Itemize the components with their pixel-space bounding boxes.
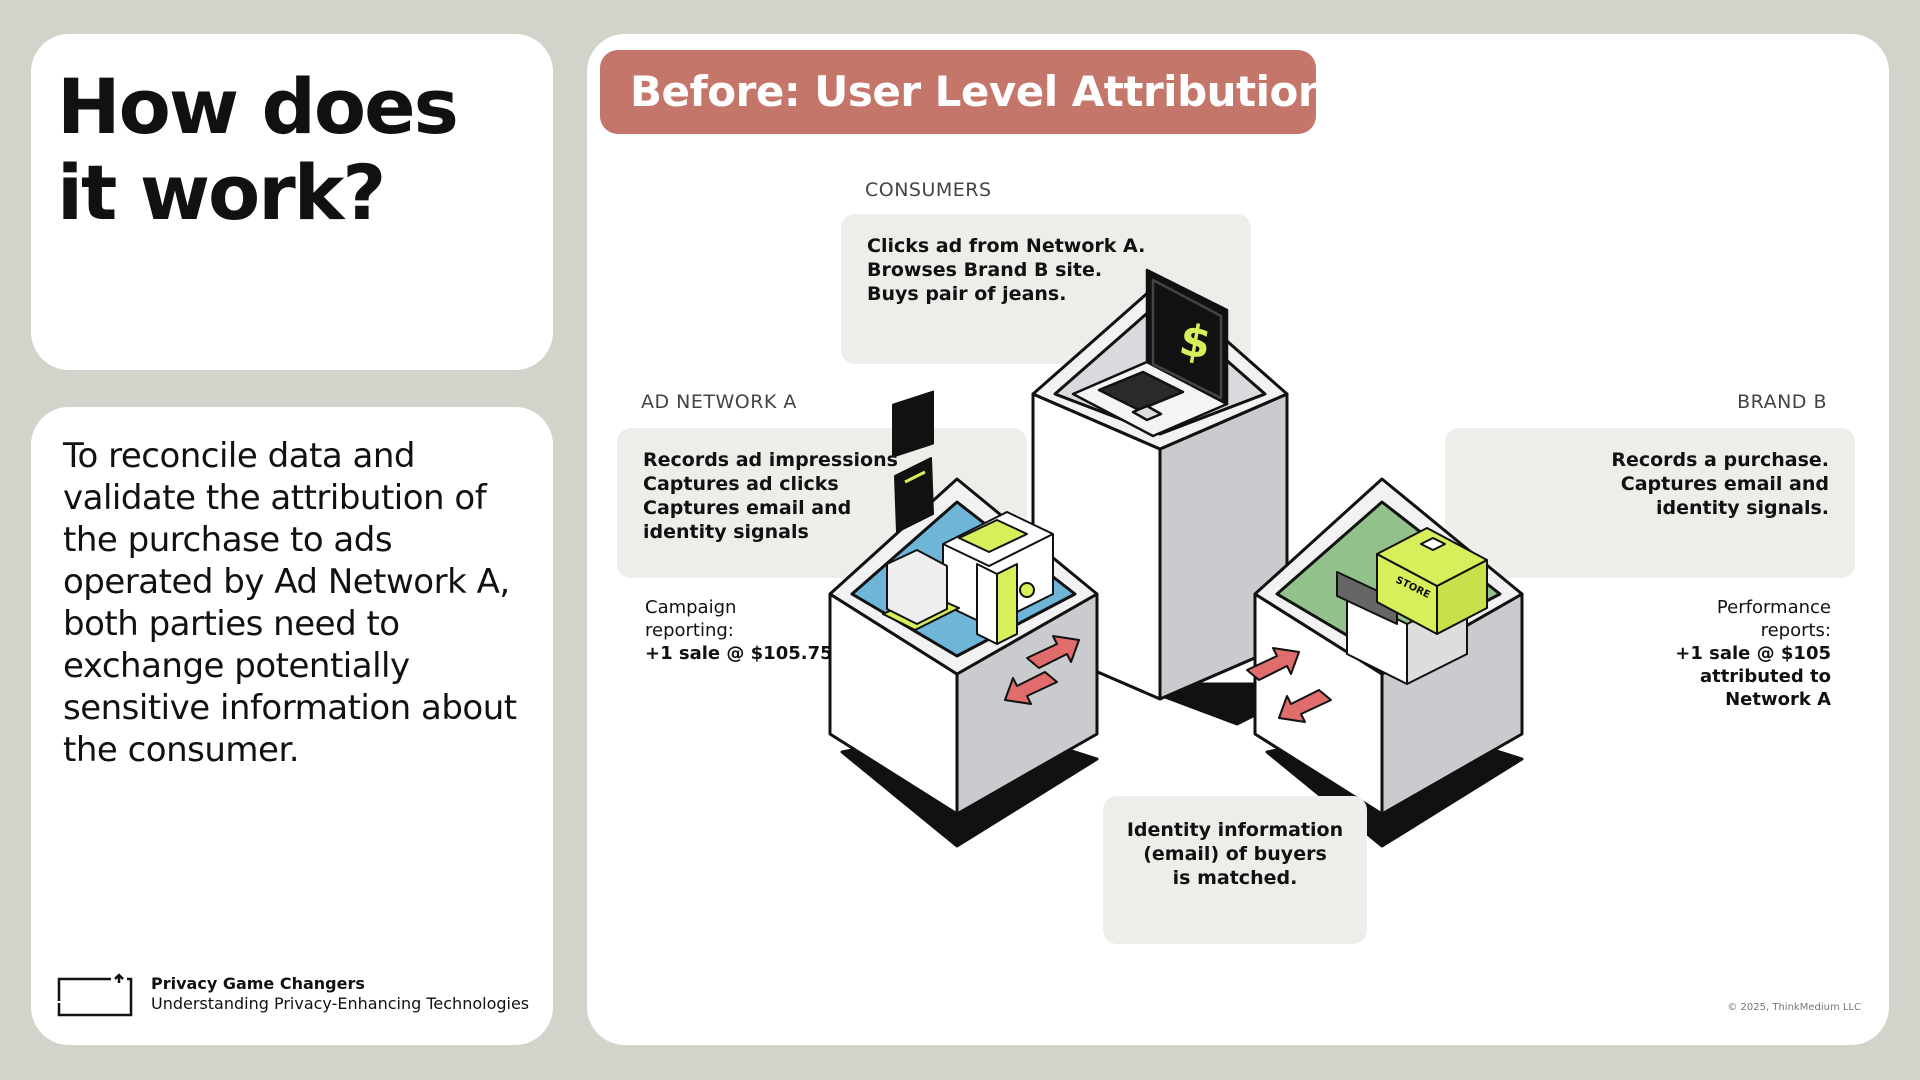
- page-title: How does it work?: [57, 62, 459, 237]
- campaign-report-label: reporting:: [645, 620, 734, 641]
- ad-network-line: Captures ad clicks: [643, 473, 839, 495]
- ad-network-line: identity signals: [643, 521, 809, 543]
- footer-brand: Privacy Game Changers Understanding Priv…: [57, 971, 529, 1017]
- description-card: To reconcile data and validate the attri…: [31, 407, 553, 1045]
- laptop-icon: $: [1071, 268, 1229, 438]
- brand-line: Records a purchase.: [1611, 449, 1829, 471]
- ad-network-line: Records ad impressions: [643, 449, 898, 471]
- copyright: © 2025, ThinkMedium LLC: [1727, 1002, 1861, 1013]
- footer-name: Privacy Game Changers: [151, 974, 365, 993]
- identity-line: Identity information: [1126, 819, 1344, 841]
- section-consumers: CONSUMERS: [865, 179, 992, 201]
- performance-report: Performance reports: +1 sale @ $105 attr…: [1675, 596, 1831, 711]
- brand-logo-icon: [57, 973, 133, 1017]
- title-card: How does it work?: [31, 34, 553, 370]
- section-brand: BRAND B: [1737, 391, 1827, 413]
- performance-report-label: reports:: [1760, 620, 1831, 641]
- identity-line: (email) of buyers: [1143, 843, 1327, 865]
- performance-report-value: Network A: [1725, 689, 1831, 710]
- exchange-arrows-icon: [1004, 635, 1080, 705]
- consumers-line: Clicks ad from Network A.: [867, 235, 1146, 257]
- consumers-line: Browses Brand B site.: [867, 259, 1103, 281]
- performance-report-label: Performance: [1716, 597, 1831, 618]
- footer-tagline: Understanding Privacy-Enhancing Technolo…: [151, 994, 530, 1013]
- ad-machine-icon: [882, 390, 1054, 645]
- performance-report-value: attributed to: [1699, 666, 1831, 687]
- performance-report-value: +1 sale @ $105: [1675, 643, 1831, 664]
- ad-network-line: Captures email and: [643, 497, 852, 519]
- store-icon: STORE: [1336, 527, 1488, 685]
- campaign-report-value: +1 sale @ $105.75: [645, 643, 833, 664]
- identity-box: Identity information (email) of buyers i…: [1103, 796, 1367, 944]
- campaign-report-label: Campaign: [645, 597, 737, 618]
- brand-box: Records a purchase. Captures email and i…: [1445, 428, 1855, 578]
- diagram-card: Before: User Level Attribution CONSUMERS…: [587, 34, 1889, 1045]
- campaign-report: Campaign reporting: +1 sale @ $105.75: [645, 596, 833, 665]
- section-ad-network: AD NETWORK A: [641, 391, 797, 413]
- brand-line: Captures email and: [1620, 473, 1829, 495]
- identity-line: is matched.: [1172, 867, 1298, 889]
- banner-title: Before: User Level Attribution: [600, 50, 1328, 134]
- description-text: To reconcile data and validate the attri…: [63, 436, 517, 770]
- exchange-arrows-icon: [1246, 647, 1332, 723]
- consumers-line: Buys pair of jeans.: [867, 283, 1067, 305]
- brand-line: identity signals.: [1655, 497, 1829, 519]
- isometric-illustration: $: [828, 268, 1524, 848]
